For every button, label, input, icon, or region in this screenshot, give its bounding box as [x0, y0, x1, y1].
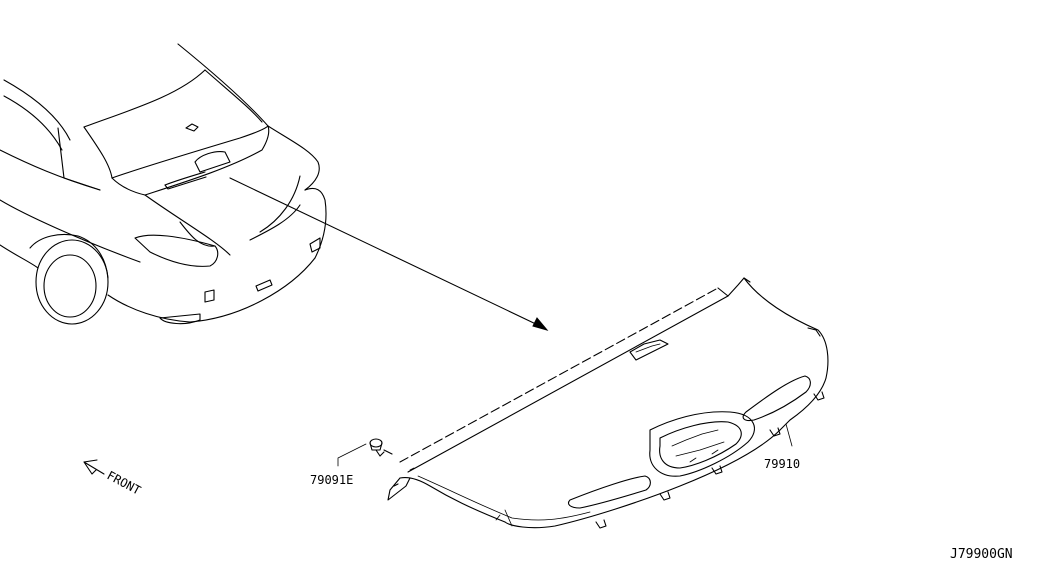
leader-line-79910 — [785, 423, 793, 447]
leader-line-79091E — [337, 443, 367, 467]
diagram-code: J79900GN — [950, 547, 1013, 562]
front-direction-indicator: FRONT — [83, 459, 143, 498]
front-label: FRONT — [105, 468, 143, 497]
front-arrow-icon — [83, 459, 105, 475]
leader-arrow — [229, 177, 549, 331]
clip-fastener — [369, 438, 393, 457]
car-rear-illustration — [0, 43, 327, 325]
label-79910: 79910 — [764, 457, 800, 471]
label-79091E: 79091E — [310, 473, 353, 487]
parcel-shelf-board — [387, 277, 829, 529]
